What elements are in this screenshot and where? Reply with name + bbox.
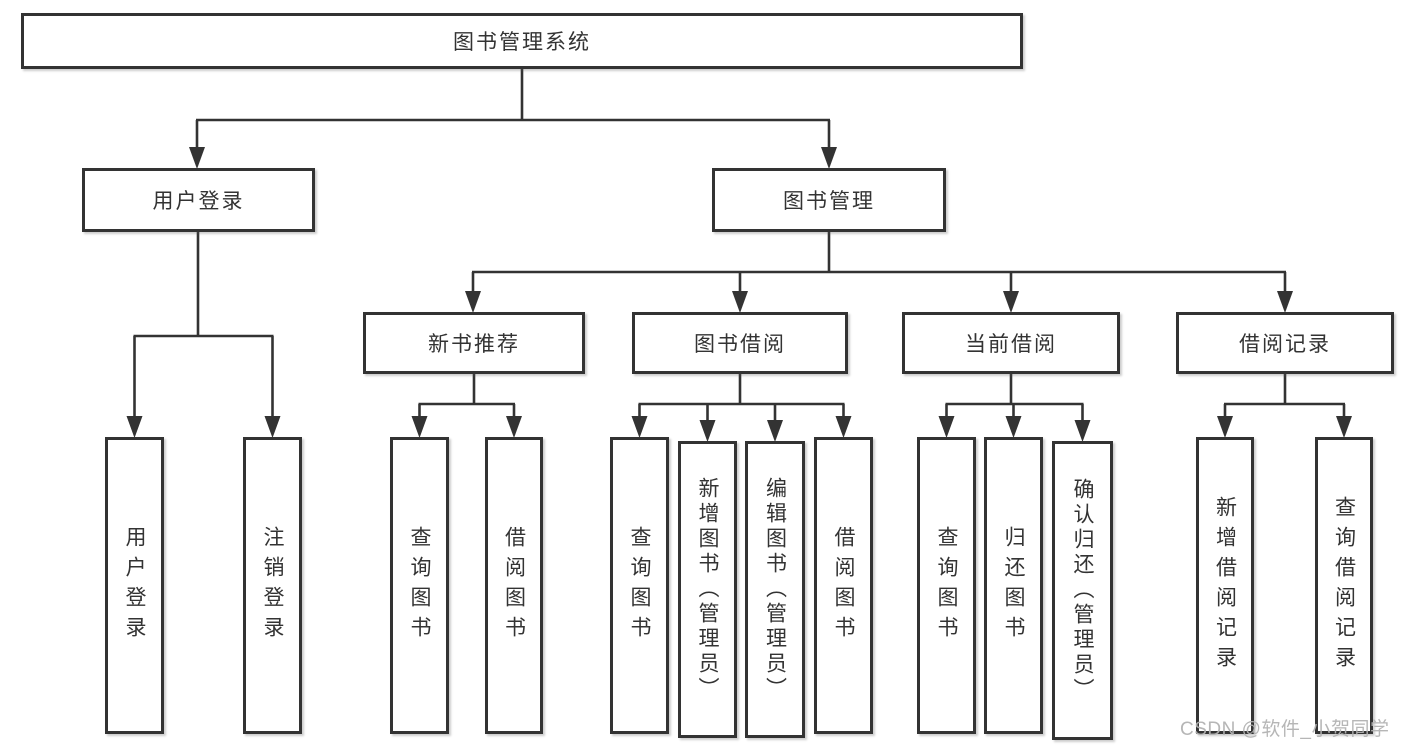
node-book-management-label: 图书管理 [783,190,875,213]
leaf-query-borrow-record-label: 查询借阅记录 [1332,495,1356,676]
node-book-management: 图书管理 [712,168,946,232]
leaf-user-login-label: 用户登录 [123,525,147,646]
node-borrow-records: 借阅记录 [1176,312,1394,374]
node-book-borrowing: 图书借阅 [632,312,848,374]
node-root-label: 图书管理系统 [453,31,591,54]
node-new-book-recommend-label: 新书推荐 [428,333,520,356]
node-user-login: 用户登录 [82,168,315,232]
leaf-query-book-borrow: 查询图书 [610,437,669,734]
leaf-add-borrow-record: 新增借阅记录 [1196,437,1254,734]
node-current-borrowing: 当前借阅 [902,312,1120,374]
leaf-borrow-book-borrow: 借阅图书 [814,437,873,734]
leaf-query-book-new: 查询图书 [390,437,449,734]
leaf-query-book-current: 查询图书 [917,437,976,734]
leaf-user-login: 用户登录 [105,437,164,734]
leaf-logout: 注销登录 [243,437,302,734]
leaf-query-book-borrow-label: 查询图书 [628,525,652,646]
leaf-query-book-new-label: 查询图书 [408,525,432,646]
node-book-borrowing-label: 图书借阅 [694,333,786,356]
leaf-edit-book-admin-label: 编辑图书（管理员） [763,477,787,702]
leaf-return-book: 归还图书 [984,437,1043,734]
leaf-borrow-book-borrow-label: 借阅图书 [832,525,856,646]
leaf-add-borrow-record-label: 新增借阅记录 [1213,495,1237,676]
arrowheads [126,147,1352,442]
leaf-return-book-label: 归还图书 [1002,525,1026,646]
node-root-system: 图书管理系统 [21,13,1023,69]
leaf-query-book-current-label: 查询图书 [935,525,959,646]
node-new-book-recommend: 新书推荐 [363,312,585,374]
leaf-borrow-book-new-label: 借阅图书 [502,525,526,646]
leaf-query-borrow-record: 查询借阅记录 [1315,437,1373,734]
node-current-borrowing-label: 当前借阅 [965,333,1057,356]
leaf-confirm-return-admin: 确认归还（管理员） [1052,441,1113,740]
leaf-add-book-admin: 新增图书（管理员） [678,441,737,738]
leaf-confirm-return-admin-label: 确认归还（管理员） [1071,478,1095,703]
leaf-logout-label: 注销登录 [261,525,285,646]
leaf-borrow-book-new: 借阅图书 [485,437,543,734]
csdn-watermark: CSDN @软件_小贺同学 [1180,719,1390,740]
leaf-add-book-admin-label: 新增图书（管理员） [696,477,720,702]
node-borrow-records-label: 借阅记录 [1239,333,1331,356]
node-user-login-label: 用户登录 [152,190,245,213]
leaf-edit-book-admin: 编辑图书（管理员） [745,441,805,738]
